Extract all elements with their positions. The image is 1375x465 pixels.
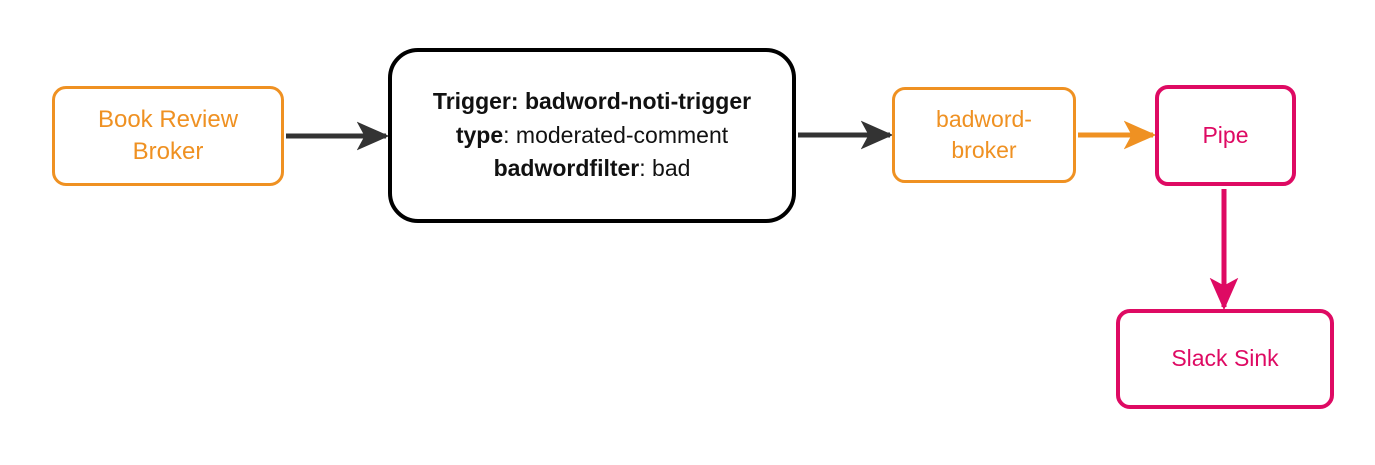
trigger-line-type-key: type: [455, 121, 504, 148]
node-slack-sink-label: Slack Sink: [1171, 345, 1279, 372]
trigger-detail-lines: Trigger: badword-noti-trigger type: mode…: [433, 85, 751, 185]
node-book-review-broker-label: Book Review Broker: [97, 105, 239, 165]
node-slack-sink[interactable]: Slack Sink: [1116, 309, 1334, 409]
node-trigger[interactable]: Trigger: badword-noti-trigger type: mode…: [388, 48, 796, 223]
trigger-line-name-key: Trigger:: [432, 88, 519, 115]
node-pipe-label: Pipe: [1202, 121, 1249, 148]
trigger-line-type-value: : moderated-comment: [503, 121, 729, 148]
trigger-line-badwordfilter-value: : bad: [639, 155, 691, 182]
trigger-line-badwordfilter: badwordfilter: bad: [433, 152, 751, 185]
node-pipe[interactable]: Pipe: [1155, 85, 1296, 186]
trigger-line-name: Trigger: badword-noti-trigger: [433, 85, 751, 118]
node-badword-broker-label: badword- broker: [936, 105, 1032, 163]
node-badword-broker[interactable]: badword- broker: [892, 87, 1076, 183]
node-book-review-broker[interactable]: Book Review Broker: [52, 86, 284, 186]
trigger-line-badwordfilter-key: badwordfilter: [493, 155, 640, 182]
trigger-line-name-value: badword-noti-trigger: [524, 88, 752, 115]
trigger-line-type: type: moderated-comment: [433, 119, 751, 152]
